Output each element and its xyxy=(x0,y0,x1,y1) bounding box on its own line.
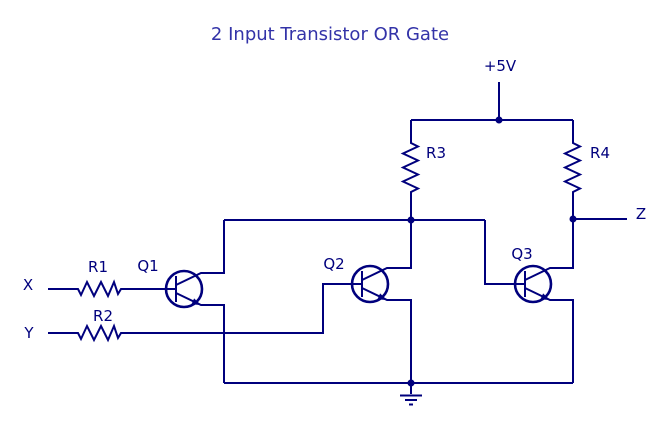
label-resistor-r3: R3 xyxy=(426,144,446,162)
wire-input-y-r2 xyxy=(48,283,363,343)
transistor-q2-emitter-arrow-icon xyxy=(377,293,387,300)
transistor-q3-emitter-arrow-icon xyxy=(540,293,550,300)
label-transistor-q1: Q1 xyxy=(137,257,158,275)
wire-q3-collector xyxy=(524,219,574,281)
schematic-fills xyxy=(191,116,577,387)
label-resistor-r1: R1 xyxy=(88,258,108,276)
ground-icon xyxy=(400,394,422,406)
wire-q1-collector xyxy=(175,220,225,286)
wire-q3-base-drop xyxy=(484,220,526,285)
junction-dot-ground xyxy=(407,379,415,387)
label-input-y: Y xyxy=(23,324,34,342)
resistor-r3-symbol xyxy=(400,120,421,220)
junction-dot-supply xyxy=(495,116,503,124)
page-title: 2 Input Transistor OR Gate xyxy=(211,24,449,45)
label-resistor-r4: R4 xyxy=(590,144,610,162)
wire-input-x-r1 xyxy=(48,279,177,299)
label-output-z: Z xyxy=(636,205,646,223)
label-supply: +5V xyxy=(484,57,517,75)
schematic-wires xyxy=(48,82,627,406)
junction-dot-node xyxy=(407,216,415,224)
label-resistor-r2: R2 xyxy=(93,307,113,325)
wire-q1-emitter xyxy=(175,292,225,383)
wire-q2-collector xyxy=(361,220,412,281)
label-transistor-q3: Q3 xyxy=(511,245,532,263)
label-input-x: X xyxy=(23,276,33,294)
resistor-r4-symbol xyxy=(562,120,583,219)
wire-q3-emitter xyxy=(524,287,574,383)
transistor-q1-emitter-arrow-icon xyxy=(191,298,201,305)
junction-dot-output xyxy=(569,215,577,223)
label-transistor-q2: Q2 xyxy=(323,255,344,273)
wire-q2-emitter xyxy=(361,287,412,383)
